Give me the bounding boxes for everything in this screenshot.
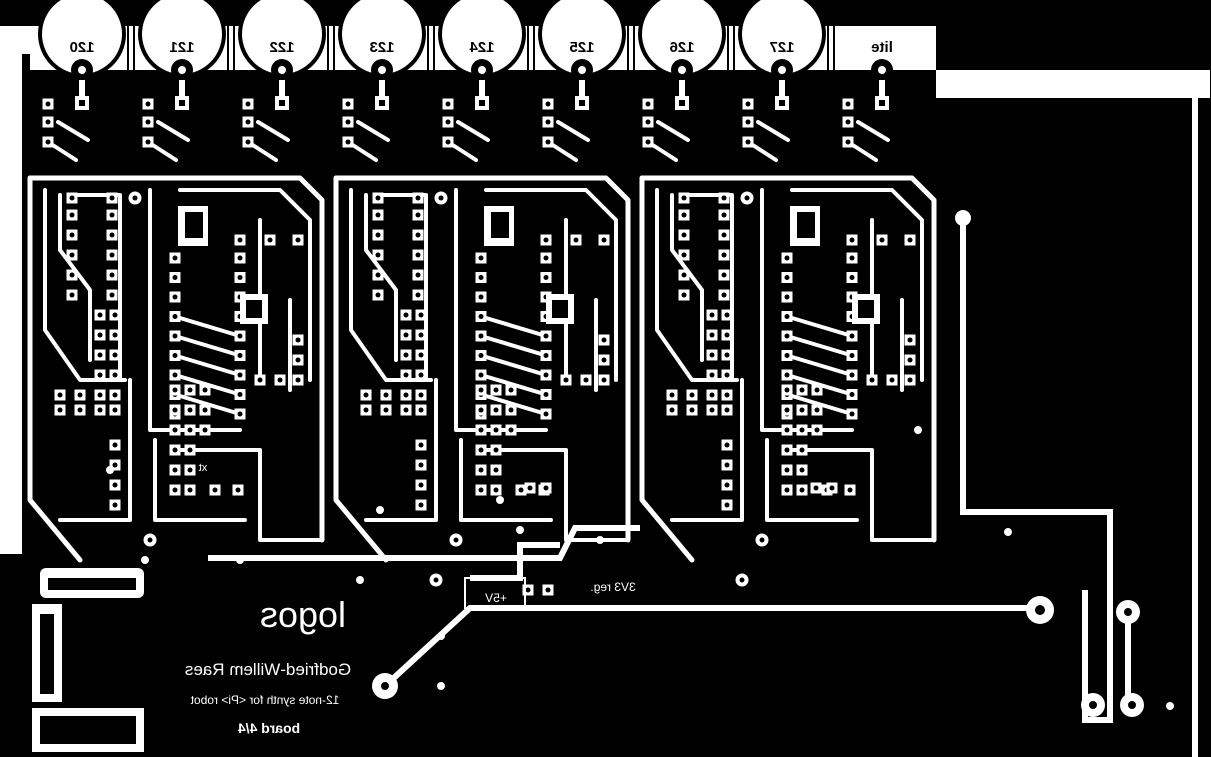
connector-label: 122 (269, 39, 294, 56)
logo-text: logos (260, 594, 346, 635)
connector-label: 120 (69, 39, 94, 56)
connector-122: 122 (238, 0, 335, 110)
connector-row: 120 121 122 123 124 125 126 127 lite (38, 0, 893, 110)
right-top-strip (936, 70, 1210, 98)
connector-label: 125 (569, 39, 594, 56)
connector-ring (342, 0, 422, 74)
connector-ring (442, 0, 522, 74)
connector-125: 125 (538, 0, 635, 110)
connector-ring (642, 0, 722, 74)
via (106, 466, 114, 474)
connector-126: 126 (638, 0, 735, 110)
xtal-text: xt (199, 462, 208, 474)
via (1004, 528, 1012, 536)
via (437, 682, 445, 690)
left-margin-strip (0, 54, 22, 554)
connector-label: 121 (169, 39, 194, 56)
connector-ring (42, 0, 122, 74)
subtitle-text: 12-note synth for <Pi> robot (190, 693, 339, 707)
connector-123: 123 (338, 0, 435, 110)
connector-label: lite (871, 39, 893, 56)
connector-120: 120 (38, 0, 135, 110)
board-id-text: board 4/4 (238, 720, 300, 736)
connector-ring (142, 0, 222, 74)
via (596, 536, 604, 544)
author-text: Godfried-Willem Raes (185, 660, 351, 679)
connector-127: 127 (738, 0, 835, 110)
connector-label: 126 (669, 39, 694, 56)
board-texts: logos Godfried-Willem Raes 12-note synth… (185, 462, 636, 736)
regulator-box (464, 577, 526, 609)
via (516, 526, 524, 534)
connector-ring (742, 0, 822, 74)
connector-label: 124 (469, 39, 495, 56)
via (376, 506, 384, 514)
pads-layer (42, 98, 1174, 710)
left-edge-strip (0, 26, 40, 54)
connector-ring (242, 0, 322, 74)
connector-label: 123 (369, 39, 394, 56)
connector-124: 124 (438, 0, 535, 110)
via (914, 426, 922, 434)
via (496, 496, 504, 504)
via (141, 556, 149, 564)
connector-121: 121 (138, 0, 235, 110)
connector-label: 127 (769, 39, 794, 56)
regulator-text: 3V3 reg. (590, 580, 635, 594)
connector-ring (542, 0, 622, 74)
bus-pad-1 (955, 210, 971, 226)
connector-lite: lite (871, 39, 893, 110)
via (356, 576, 364, 584)
via (1166, 702, 1174, 710)
supply-text: +5V (485, 591, 507, 605)
